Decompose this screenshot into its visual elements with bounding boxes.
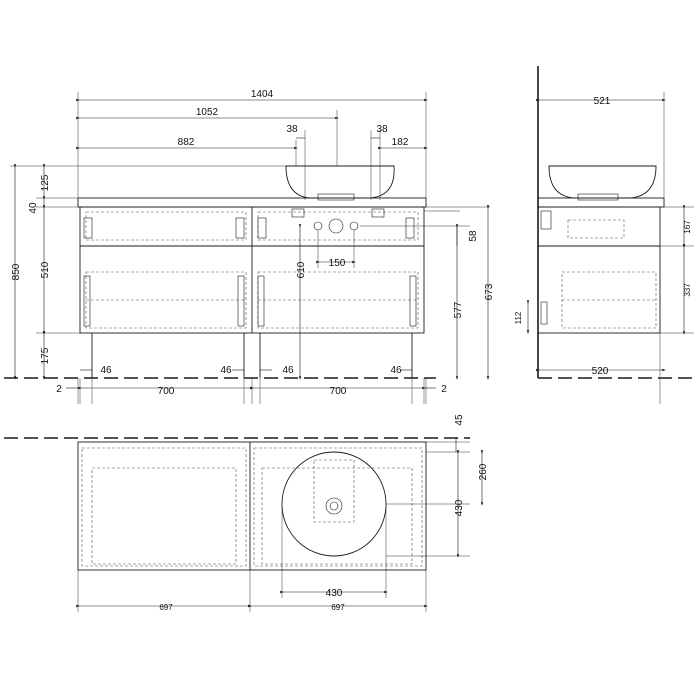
dim-337: 337 [683, 283, 692, 297]
side-elevation: 521 520 167 337 112 [514, 66, 694, 404]
drain-icon [325, 497, 343, 515]
dim-45: 45 [454, 414, 465, 426]
dim-610: 610 [296, 261, 307, 278]
hinge-icon [257, 217, 267, 239]
dim-1052: 1052 [196, 107, 219, 118]
faucet-plan [313, 459, 355, 523]
dim-total-width: 1404 [251, 89, 274, 100]
vessel-basin-front [285, 165, 395, 199]
vessel-basin-side [548, 165, 657, 199]
dim-2-right: 2 [441, 384, 447, 395]
basin-plan [281, 451, 387, 557]
dim-697-left: 697 [159, 603, 173, 612]
dim-58: 58 [468, 230, 479, 242]
dim-700-left: 700 [158, 386, 175, 397]
drain-outlet-icon [328, 218, 344, 234]
dim-520: 520 [592, 366, 609, 377]
dim-673: 673 [484, 283, 495, 300]
hinge-icon [405, 217, 415, 239]
dim-882: 882 [178, 137, 195, 148]
bracket-icon [540, 210, 552, 230]
pipe-outlet-icon [313, 221, 323, 231]
dim-182: 182 [392, 137, 409, 148]
dim-38-left: 38 [286, 124, 298, 135]
hinge-icon [83, 275, 91, 327]
dim-167: 167 [683, 220, 692, 234]
hinge-icon [235, 217, 245, 239]
dim-125: 125 [40, 174, 51, 191]
dim-260: 260 [478, 463, 489, 480]
hinge-icon [257, 275, 265, 327]
front-elevation: 1404 1052 882 38 38 182 850 125 40 510 1… [4, 89, 495, 404]
dim-150: 150 [329, 258, 346, 269]
dim-total-height: 850 [11, 263, 22, 280]
bracket-icon [371, 208, 385, 218]
drawer-right-lower-hidden [257, 271, 419, 329]
dim-40: 40 [28, 202, 39, 214]
bracket-icon [291, 208, 305, 218]
dim-2-left: 2 [56, 384, 62, 395]
dim-430-h: 430 [326, 588, 343, 599]
dim-46-d: 46 [390, 365, 402, 376]
drawer-left-lower-hidden [85, 271, 247, 329]
bracket-icon [540, 301, 548, 325]
countertop-plan [77, 441, 427, 571]
dim-175: 175 [40, 347, 51, 364]
faucet-base [317, 193, 355, 201]
countertop-side [537, 197, 665, 208]
faucet-side [577, 193, 619, 201]
drain-icon [329, 501, 339, 511]
dim-697-right: 697 [331, 603, 345, 612]
countertop-front [77, 197, 427, 208]
dim-700-right: 700 [330, 386, 347, 397]
dim-430-v: 430 [454, 499, 465, 516]
plan-view: 45 260 430 430 697 697 [4, 414, 489, 612]
hinge-icon [409, 275, 417, 327]
dim-46-c: 46 [282, 365, 294, 376]
cabinet-body-side [537, 206, 661, 334]
dim-38-right: 38 [376, 124, 388, 135]
dim-112: 112 [514, 311, 523, 324]
dim-46-a: 46 [100, 365, 112, 376]
hinge-icon [237, 275, 245, 327]
dim-577: 577 [453, 301, 464, 318]
dim-510: 510 [40, 261, 51, 278]
pipe-outlet-icon [349, 221, 359, 231]
dim-521: 521 [594, 96, 611, 107]
dim-46-b: 46 [220, 365, 232, 376]
hinge-icon [83, 217, 93, 239]
drawer-left-upper-hidden [85, 211, 247, 241]
